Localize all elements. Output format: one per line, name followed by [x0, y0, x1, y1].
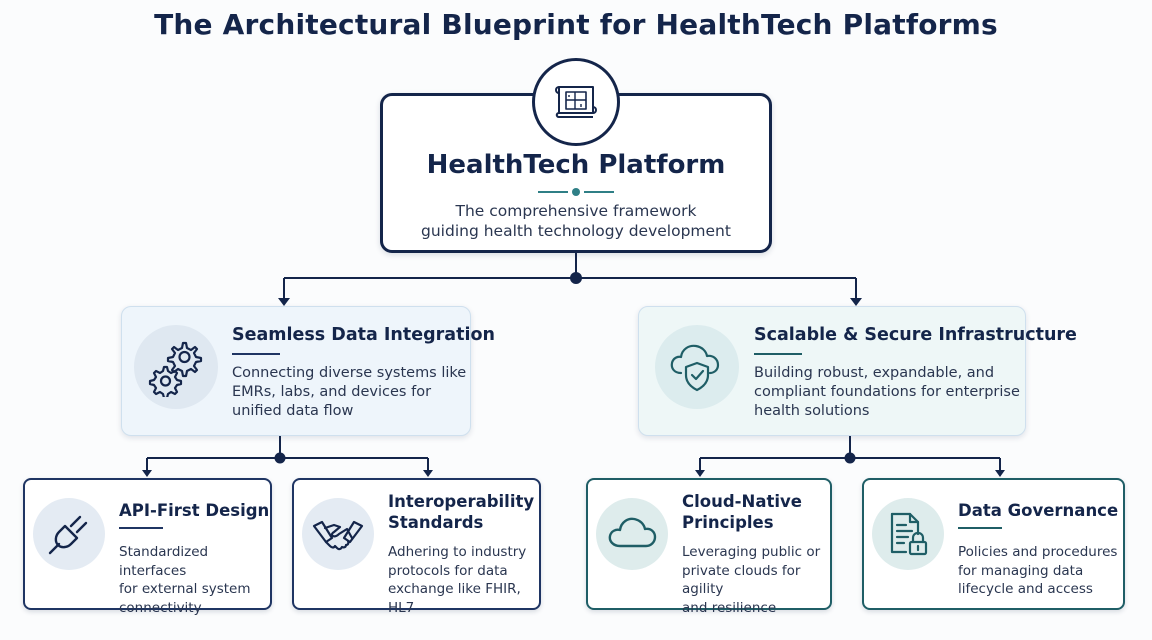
leaf-description-line: for external system — [119, 581, 251, 597]
junction-dot-right — [844, 452, 856, 464]
leaf-description-line: lifecycle and access — [958, 581, 1093, 597]
leaf-data-governance: Data Governance Policies and procedures … — [862, 478, 1125, 610]
handshake-icon — [312, 520, 364, 551]
branch-title-rule — [232, 353, 280, 355]
leaf-title-line: Principles — [682, 513, 774, 532]
branch-description-line: health solutions — [754, 403, 870, 419]
leaf-title-rule — [958, 527, 1002, 529]
gears-icon — [148, 341, 203, 397]
leaf-description-line: and resilience — [682, 599, 777, 616]
branch-title-rule — [754, 353, 802, 355]
arrowhead-left — [278, 298, 290, 306]
root-description: The comprehensive framework guiding heal… — [380, 201, 772, 241]
leaf-icon-disc — [33, 498, 105, 570]
arrowhead-left-b — [423, 470, 433, 477]
leaf-title: Interoperability Standards — [388, 491, 534, 533]
leaf-cloud-native-principles: Cloud-Native Principles Leveraging publi… — [586, 478, 832, 616]
branch-infrastructure: Scalable & Secure Infrastructure Buildin… — [638, 306, 1077, 436]
leaf-description-line: connectivity — [119, 599, 202, 616]
arrowhead-right — [850, 298, 862, 306]
junction-dot-left — [274, 452, 286, 464]
leaf-title-line: API-First Design — [119, 501, 270, 520]
leaf-icon-disc — [872, 498, 944, 570]
arrowhead-right-b — [995, 470, 1005, 477]
leaf-title-line: Cloud-Native — [682, 492, 802, 511]
root-title-rule — [538, 188, 614, 196]
leaf-description-line: Policies and procedures — [958, 544, 1118, 560]
branch-icon-disc — [655, 325, 739, 409]
root-badge — [532, 58, 620, 146]
branch-description: Building robust, expandable, and complia… — [754, 364, 1020, 421]
root-title: HealthTech Platform — [426, 150, 726, 180]
leaf-interoperability-standards: Interoperability Standards Adhering to i… — [292, 478, 541, 616]
branch-description-line: unified data flow — [232, 403, 354, 419]
branch-description-line: Building robust, expandable, and — [754, 365, 995, 381]
junction-dot-root — [570, 272, 582, 284]
branch-description: Connecting diverse systems like EMRs, la… — [232, 364, 466, 421]
root-description-line: guiding health technology development — [421, 222, 731, 240]
cloud-shield-icon — [670, 344, 720, 392]
leaf-description-line: protocols for data — [388, 562, 508, 579]
branch-description-line: Connecting diverse systems like — [232, 365, 467, 381]
diagram-title: The Architectural Blueprint for HealthTe… — [154, 8, 998, 41]
leaf-title-line: Interoperability — [388, 492, 535, 511]
leaf-description-line: for managing data — [958, 562, 1084, 579]
leaf-description: Standardized interfaces for external sys… — [119, 543, 270, 617]
leaf-description: Policies and procedures for managing dat… — [958, 543, 1117, 599]
leaf-icon-disc — [596, 498, 668, 570]
leaf-description-line: exchange like FHIR, HL7 — [388, 581, 521, 616]
leaf-title: API-First Design — [119, 500, 269, 521]
arrowhead-left-a — [142, 470, 152, 477]
document-lock-icon — [890, 512, 928, 556]
leaf-title-line: Standards — [388, 513, 484, 532]
leaf-api-first-design: API-First Design Standardized interfaces… — [23, 478, 272, 616]
cloud-icon — [608, 517, 657, 548]
leaf-title: Data Governance — [958, 500, 1118, 521]
branch-data-integration: Seamless Data Integration Connecting div… — [121, 306, 495, 436]
leaf-title-rule — [119, 527, 163, 529]
leaf-description-line: private clouds for agility — [682, 562, 801, 598]
leaf-title-line: Data Governance — [958, 501, 1119, 520]
leaf-description-line: Leveraging public or — [682, 544, 821, 560]
leaf-icon-disc — [302, 498, 374, 570]
root-description-line: The comprehensive framework — [455, 202, 697, 220]
branch-title: Scalable & Secure Infrastructure — [754, 325, 1077, 345]
branch-icon-disc — [134, 325, 218, 409]
leaf-title: Cloud-Native Principles — [682, 491, 802, 533]
branch-description-line: EMRs, labs, and devices for — [232, 384, 432, 400]
branch-title: Seamless Data Integration — [232, 325, 495, 345]
arrowhead-right-a — [695, 470, 705, 477]
leaf-description: Leveraging public or private clouds for … — [682, 543, 830, 617]
blueprint-scroll-icon — [555, 86, 597, 118]
leaf-description-line: Standardized interfaces — [119, 544, 209, 579]
plug-icon — [48, 515, 88, 555]
leaf-description: Adhering to industry protocols for data … — [388, 543, 539, 617]
branch-description-line: compliant foundations for enterprise — [754, 384, 1020, 400]
leaf-description-line: Adhering to industry — [388, 544, 527, 560]
